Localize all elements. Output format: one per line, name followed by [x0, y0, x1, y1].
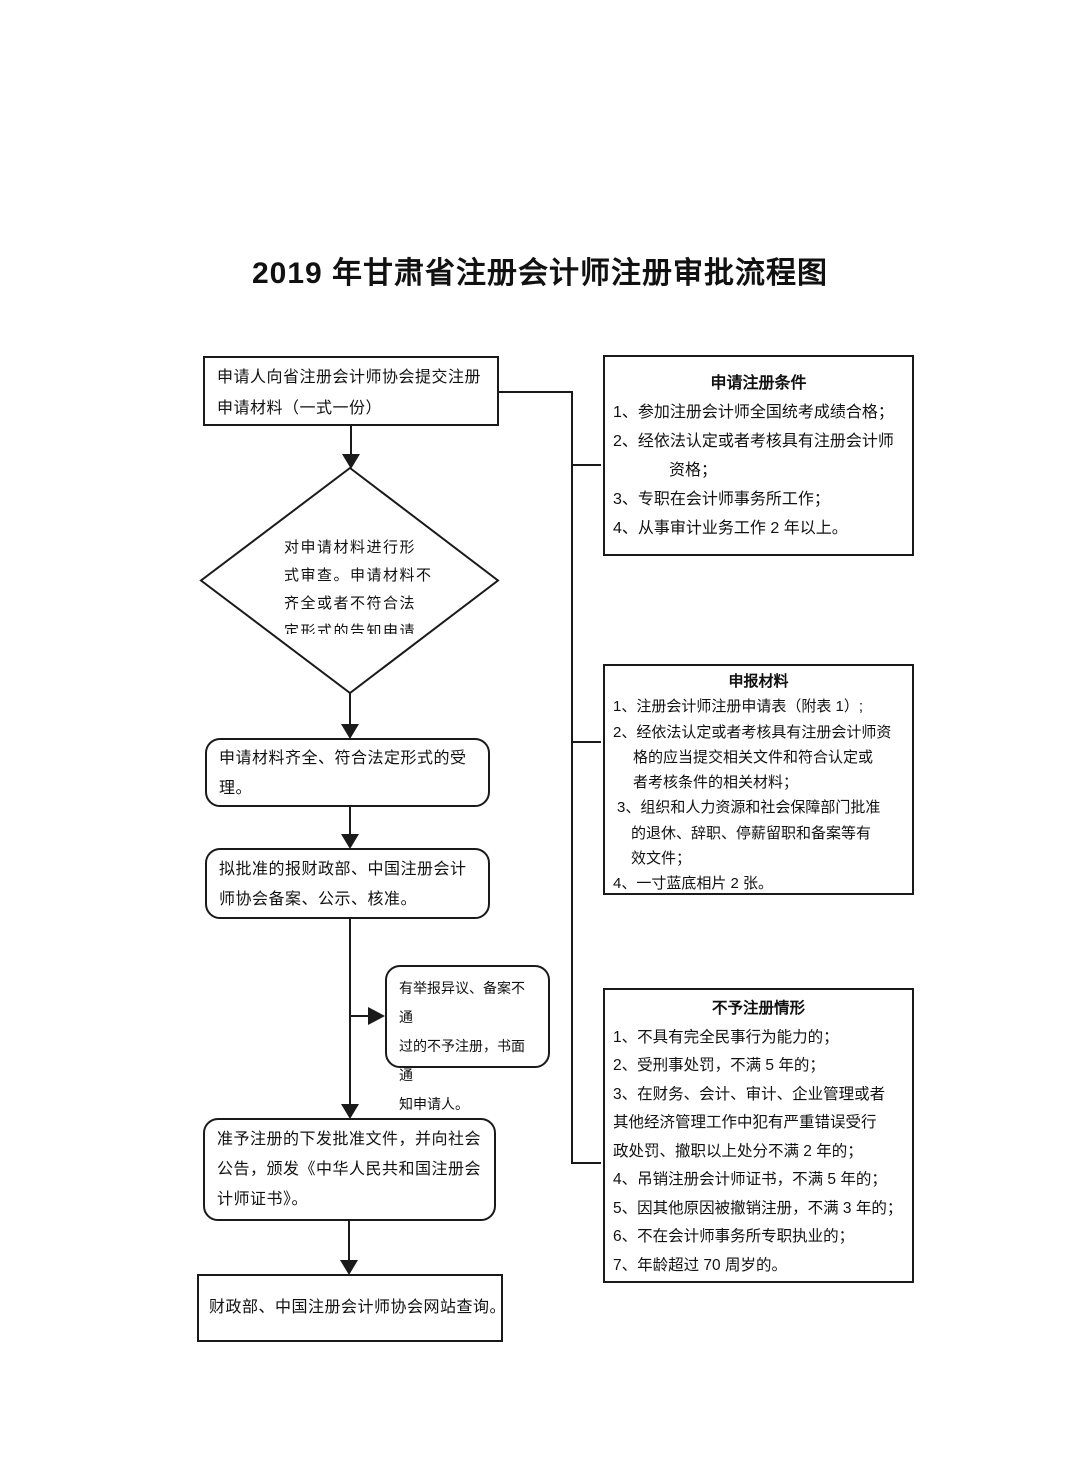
certificate-issue-box: 准予注册的下发批准文件，并向社会 公告，颁发《中华人民共和国注册会 计师证书》。 [203, 1118, 496, 1221]
panel-line: 1、注册会计师注册申请表（附表 1）; [613, 698, 864, 716]
review-diamond-text: 对申请材料进行形 式审查。申请材料不 齐全或者不符合法 定形式的告知申请 [284, 539, 433, 634]
panel-line: 6、不在会计师事务所专职执业的； [613, 1228, 855, 1245]
panel-title: 不予注册情形 [711, 1000, 805, 1017]
panel-line: 2、经依法认定或者考核具有注册会计师 [613, 433, 894, 450]
panel-title: 申报材料 [728, 673, 789, 690]
panel-line: 7、年龄超过 70 周岁的。 [613, 1256, 787, 1274]
website-query-box: 财政部、中国注册会计师协会网站查询。 [197, 1274, 506, 1342]
panel-line: 1、参加注册会计师全国统考成绩合格； [613, 404, 894, 421]
panel-line: 3、在财务、会计、审计、企业管理或者 [613, 1085, 886, 1103]
panel-line: 政处罚、撤职以上处分不满 2 年的； [613, 1142, 863, 1160]
panel-no-registration-cases: 不予注册情形 1、不具有完全民事行为能力的； 2、受刑事处罚，不满 5 年的； 3、… [603, 988, 914, 1283]
arrow-right-icon [368, 1007, 385, 1025]
panel-line: 4、吊销注册会计师证书，不满 5 年的； [613, 1171, 887, 1188]
panel-line: 资格； [669, 462, 718, 479]
arrow-down-icon [341, 834, 359, 849]
arrow-down-icon [342, 454, 360, 469]
panel-line: 4、一寸蓝底相片 2 张。 [613, 875, 774, 893]
submit-application-box: 申请人向省注册会计师协会提交注册 申请材料（一式一份） [203, 356, 499, 426]
acceptance-box: 申请材料齐全、符合法定形式的受 理。 [205, 738, 490, 807]
panel-registration-conditions: 申请注册条件 1、参加注册会计师全国统考成绩合格； 2、经依法认定或者考核具有注册… [603, 355, 914, 556]
review-diamond-shape [199, 466, 500, 695]
panel-line: 的退休、辞职、停薪留职和备案等有 [631, 824, 872, 842]
arrow-down-icon [341, 1104, 359, 1119]
record-publicity-box: 拟批准的报财政部、中国注册会计 师协会备案、公示、核准。 [205, 848, 490, 919]
panel-line: 效文件； [631, 850, 692, 868]
panel-line: 其他经济管理工作中犯有严重错误受行 [613, 1114, 877, 1131]
panel-line: 2、受刑事处罚，不满 5 年的； [613, 1057, 825, 1074]
panel-line: 者考核条件的相关材料； [633, 774, 799, 792]
panel-title: 申请注册条件 [710, 375, 807, 392]
panel-line: 2、经依法认定或者考核具有注册会计师资 [613, 723, 892, 741]
connector-right-spine [499, 391, 601, 1164]
panel-line: 格的应当提交相关文件和符合认定或 [633, 748, 874, 766]
panel-line: 1、不具有完全民事行为能力的； [613, 1028, 839, 1046]
panel-line: 3、专职在会计师事务所工作； [613, 491, 830, 508]
arrow-down-icon [340, 1260, 358, 1275]
panel-declaration-materials: 申报材料 1、注册会计师注册申请表（附表 1）; 2、经依法认定或者考核具有注册会… [603, 664, 914, 895]
page-title: 2019 年甘肃省注册会计师注册审批流程图 [251, 257, 829, 290]
panel-line: 4、从事审计业务工作 2 年以上。 [613, 520, 848, 537]
arrow-down-icon [341, 724, 359, 739]
panel-line: 3、组织和人力资源和社会保障部门批准 [617, 799, 881, 817]
reject-notice-box: 有举报异议、备案不通 过的不予注册，书面通 知申请人。 [385, 965, 550, 1112]
panel-line: 5、因其他原因被撤销注册，不满 3 年的； [613, 1199, 903, 1217]
